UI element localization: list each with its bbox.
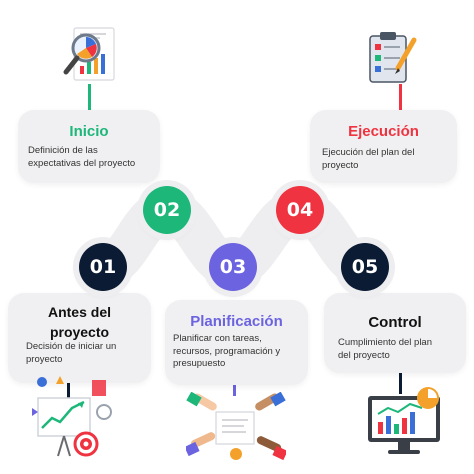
badge-03: 03 xyxy=(209,243,257,291)
badge-05: 05 xyxy=(341,243,389,291)
connector-planificacion xyxy=(233,382,236,396)
card-inicio: Inicio Definición de las expectativas de… xyxy=(18,110,160,183)
title-line: proyecto xyxy=(49,324,110,340)
desc-line: proyecto xyxy=(26,353,63,365)
card-desc-inicio: Definición de las expectativas del proye… xyxy=(28,145,135,170)
badge-01: 01 xyxy=(79,243,127,291)
business-presentation-icon xyxy=(32,376,112,457)
card-planificacion: Planificación Planificar con tareas, rec… xyxy=(165,300,308,385)
desc-line: Definición de las xyxy=(28,145,98,156)
desc-line: recursos, programación y xyxy=(173,345,281,357)
team-planning-icon xyxy=(186,392,286,461)
desc-line: Decisión de iniciar un xyxy=(26,341,117,352)
desc-line: expectativas del proyecto xyxy=(28,157,136,169)
card-ejecucion: Ejecución Ejecución del plan del proyect… xyxy=(310,110,457,183)
card-control: Control Cumplimiento del plan del proyec… xyxy=(324,293,466,373)
desc-line: Planificar con tareas, xyxy=(173,333,262,344)
card-title-ejecucion: Ejecución xyxy=(348,123,419,140)
desc-line: del proyecto xyxy=(338,349,390,361)
connector-control xyxy=(399,372,402,394)
badge-02: 02 xyxy=(143,186,191,234)
connector-ejecucion xyxy=(399,84,402,112)
card-antes: Antes del proyecto Decisión de iniciar u… xyxy=(8,293,151,383)
card-title-planificacion: Planificación xyxy=(190,313,283,330)
desc-line: presupuesto xyxy=(173,358,226,369)
card-title-antes: Antes del proyecto xyxy=(8,302,151,342)
card-title-inicio: Inicio xyxy=(69,123,109,140)
connector-antes xyxy=(67,382,70,398)
report-magnifier-icon xyxy=(63,27,115,81)
desc-line: Ejecución del plan del xyxy=(322,147,415,158)
card-desc-planificacion: Planificar con tareas, recursos, program… xyxy=(173,333,280,371)
card-title-control: Control xyxy=(368,314,422,331)
desc-line: proyecto xyxy=(322,159,359,171)
title-line: Antes del xyxy=(47,304,111,320)
desc-line: Cumplimiento del plan xyxy=(338,337,432,348)
card-desc-ejecucion: Ejecución del plan del proyecto xyxy=(322,147,414,172)
card-desc-antes: Decisión de iniciar un proyecto xyxy=(26,341,116,366)
card-desc-control: Cumplimiento del plan del proyecto xyxy=(338,337,432,362)
badge-04: 04 xyxy=(276,186,324,234)
clipboard-checklist-icon xyxy=(369,32,417,83)
connector-inicio xyxy=(88,84,91,112)
monitor-chart-icon xyxy=(368,387,440,454)
